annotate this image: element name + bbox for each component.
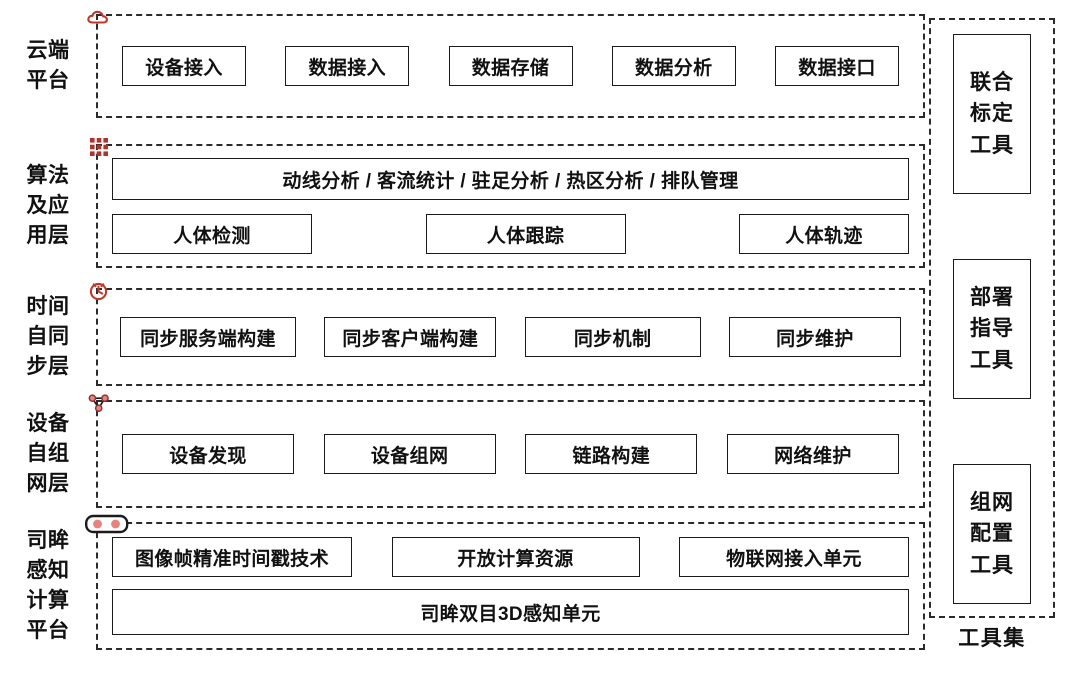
tool-label-line: 部署: [970, 285, 1014, 309]
tool-label-line: 标定: [970, 102, 1014, 126]
layer-perception-compute-platform: 司眸 感知 计算 平台 图像帧精准时间戳技术 开放计算资源 物联网接入单元: [0, 514, 925, 650]
cloud-icon: [86, 4, 112, 30]
node-sync-mechanism[interactable]: 同步机制: [524, 317, 701, 357]
tool-label-line: 联合: [970, 70, 1014, 94]
node-sync-client-build[interactable]: 同步客户端构建: [324, 317, 497, 357]
node-link-build[interactable]: 链路构建: [525, 434, 698, 474]
layer-body-algorithm-application: 动线分析 / 客流统计 / 驻足分析 / 热区分析 / 排队管理 人体检测 人体…: [90, 138, 925, 268]
layer-label-device-self-networking: 设备 自组 网层: [0, 400, 96, 508]
node-human-detection[interactable]: 人体检测: [112, 214, 312, 254]
binoculars-icon: [84, 511, 130, 537]
toolset-caption: 工具集: [958, 627, 1026, 650]
layer-label-line: 网层: [26, 471, 70, 495]
node-sync-server-build[interactable]: 同步服务端构建: [120, 317, 296, 357]
node-data-storage[interactable]: 数据存储: [448, 46, 573, 86]
node-frame-timestamp-tech[interactable]: 图像帧精准时间戳技术: [112, 537, 352, 577]
node-iot-access-unit[interactable]: 物联网接入单元: [679, 537, 909, 577]
node-device-access[interactable]: 设备接入: [122, 46, 246, 86]
layer-time-self-sync: 时间 自同 步层 同步服务端构建 同步客户端构建 同步机制 同步维护: [0, 282, 925, 386]
tool-label-line: 工具: [970, 133, 1014, 157]
layer-body-device-self-networking: 设备发现 设备组网 链路构建 网络维护: [88, 394, 925, 508]
node-human-tracking[interactable]: 人体跟踪: [425, 214, 626, 254]
tool-label-line: 指导: [970, 317, 1014, 341]
node-binocular-3d-perception-unit[interactable]: 司眸双目3D感知单元: [112, 589, 909, 635]
node-open-compute-resource[interactable]: 开放计算资源: [391, 537, 640, 577]
layer-label-time-self-sync: 时间 自同 步层: [0, 288, 96, 386]
layer-label-line: 自同: [26, 325, 70, 349]
layer-label-line: 步层: [26, 354, 70, 378]
node-analytics-suite[interactable]: 动线分析 / 客流统计 / 驻足分析 / 热区分析 / 排队管理: [112, 158, 909, 200]
layer-label-line: 设备: [26, 412, 70, 436]
node-row: 人体检测 人体跟踪 人体轨迹: [112, 214, 909, 254]
layer-label-line: 自组: [26, 442, 70, 466]
node-data-analysis[interactable]: 数据分析: [611, 46, 736, 86]
node-data-access[interactable]: 数据接入: [285, 46, 410, 86]
layer-stack: 云端 平台 设备接入 数据接入 数据存储 数据分析 数据接口 算法 及: [0, 10, 925, 650]
node-row: 同步服务端构建 同步客户端构建 同步机制 同步维护: [114, 317, 907, 357]
layer-algorithm-application: 算法 及应 用层: [0, 138, 925, 268]
tool-label-line: 配置: [970, 522, 1014, 546]
layer-label-algorithm-application: 算法 及应 用层: [0, 144, 96, 268]
node-human-trajectory[interactable]: 人体轨迹: [739, 214, 909, 254]
tool-label-line: 工具: [970, 553, 1014, 577]
layer-label-line: 司眸: [26, 529, 70, 553]
layer-body-perception-compute-platform: 图像帧精准时间戳技术 开放计算资源 物联网接入单元 司眸双目3D感知单元: [85, 514, 925, 650]
layer-label-line: 平台: [26, 618, 70, 642]
tool-label-line: 工具: [970, 348, 1014, 372]
layer-label-line: 云端: [26, 39, 70, 63]
node-device-discovery[interactable]: 设备发现: [122, 434, 294, 474]
tool-deployment-guide-tool[interactable]: 部署 指导 工具: [953, 259, 1031, 399]
node-row: 设备发现 设备组网 链路构建 网络维护: [114, 434, 907, 474]
layer-body-time-self-sync: 同步服务端构建 同步客户端构建 同步机制 同步维护: [89, 282, 925, 386]
layer-label-perception-compute-platform: 司眸 感知 计算 平台: [0, 522, 96, 650]
tool-label-line: 组网: [970, 490, 1014, 514]
node-network-maintenance[interactable]: 网络维护: [726, 434, 899, 474]
layer-label-line: 用层: [26, 223, 70, 247]
layer-label-line: 感知: [26, 559, 70, 583]
node-row: 设备接入 数据接入 数据存储 数据分析 数据接口: [114, 46, 907, 86]
layer-label-line: 时间: [26, 295, 70, 319]
layer-label-line: 算法: [26, 164, 70, 188]
node-row: 动线分析 / 客流统计 / 驻足分析 / 热区分析 / 排队管理: [112, 158, 909, 200]
node-row: 图像帧精准时间戳技术 开放计算资源 物联网接入单元: [112, 537, 909, 577]
layer-body-cloud-platform: 设备接入 数据接入 数据存储 数据分析 数据接口: [87, 10, 925, 118]
node-row: 司眸双目3D感知单元: [112, 589, 909, 635]
grid-dots-icon: [86, 134, 112, 160]
node-device-networking[interactable]: 设备组网: [323, 434, 496, 474]
layer-device-self-networking: 设备 自组 网层 设备发现 设备组网 链路构建 网络维护: [0, 394, 925, 508]
layer-label-cloud-platform: 云端 平台: [0, 14, 96, 118]
layer-label-line: 平台: [26, 69, 70, 92]
layer-label-line: 及应: [26, 194, 70, 218]
node-data-interface[interactable]: 数据接口: [775, 46, 899, 86]
toolset-panel: 联合 标定 工具 部署 指导 工具 组网 配置 工具: [929, 18, 1055, 618]
tool-networking-config-tool[interactable]: 组网 配置 工具: [953, 464, 1031, 604]
layer-label-line: 计算: [26, 589, 70, 612]
node-sync-maintenance[interactable]: 同步维护: [728, 317, 901, 357]
layer-cloud-platform: 云端 平台 设备接入 数据接入 数据存储 数据分析 数据接口: [0, 10, 925, 118]
network-triangle-icon: [86, 390, 112, 416]
tool-joint-calibration-tool[interactable]: 联合 标定 工具: [953, 34, 1031, 194]
clock-icon: [86, 278, 112, 304]
